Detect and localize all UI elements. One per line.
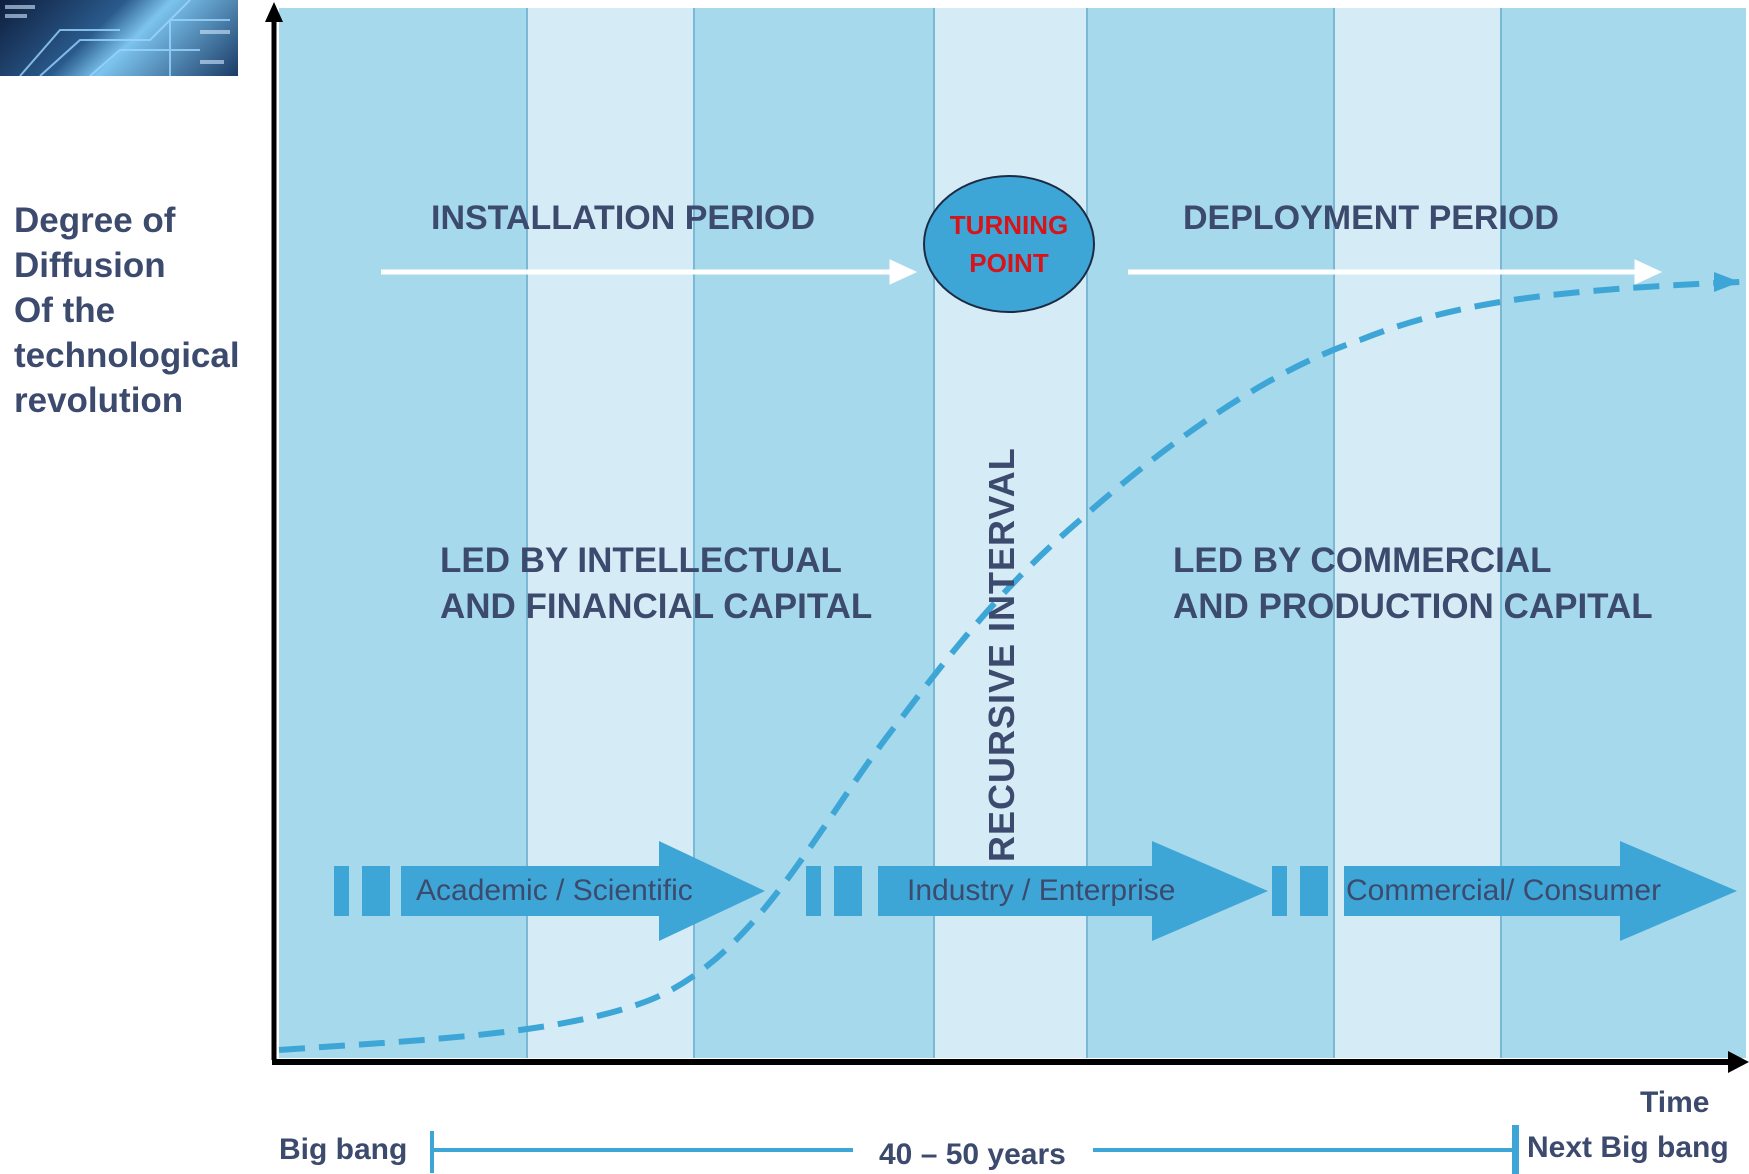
stage-label-industry: Industry / Enterprise — [907, 874, 1176, 907]
recursive-interval-label: RECURSIVE INTERVAL — [981, 382, 1022, 862]
turning-point-line: TURNING — [949, 210, 1069, 240]
recursive-interval-text: RECURSIVE INTERVAL — [981, 447, 1022, 862]
stage-label-academic: Academic / Scientific — [416, 874, 693, 907]
stage-arrow-industry — [806, 841, 1268, 941]
y-axis-label-line: revolution — [14, 381, 184, 420]
installation-period-title: INSTALLATION PERIOD — [431, 199, 816, 237]
band-divider — [1333, 8, 1335, 1058]
timeline-end-label: Next Big bang — [1527, 1131, 1729, 1164]
turning-point-line: POINT — [969, 248, 1049, 278]
stage-label-commercial: Commercial/ Consumer — [1346, 874, 1662, 907]
capital-right: LED BY COMMERCIAL AND PRODUCTION CAPITAL — [1173, 538, 1653, 630]
turning-point-badge: TURNING POINT — [923, 175, 1095, 313]
x-axis-label: Time — [1640, 1086, 1710, 1119]
band-divider — [526, 8, 528, 1058]
installation-arrow — [381, 259, 918, 285]
curve-end-arrowhead-icon — [1714, 272, 1740, 292]
timeline-duration-label: 40 – 50 years — [879, 1138, 1066, 1171]
band-divider — [933, 8, 935, 1058]
circuit-thumbnail-image — [0, 0, 238, 76]
timeline-start-label: Big bang — [279, 1133, 408, 1166]
y-axis-label-line: Of the — [14, 291, 116, 330]
y-axis-label-line: Diffusion — [14, 246, 166, 285]
capital-left: LED BY INTELLECTUAL AND FINANCIAL CAPITA… — [440, 538, 872, 630]
timeline-bar — [430, 1131, 1514, 1173]
y-axis-label-line: Degree of — [14, 201, 176, 240]
diffusion-s-curve — [278, 279, 1741, 1053]
capital-left-line: AND FINANCIAL CAPITAL — [440, 587, 873, 626]
stage-arrow-commercial — [1272, 841, 1737, 941]
up-arrow-axis-icon — [265, 2, 283, 22]
capital-right-line: AND PRODUCTION CAPITAL — [1173, 587, 1653, 626]
stage-arrow-academic — [334, 841, 765, 941]
band-divider — [1500, 8, 1502, 1058]
capital-left-line: LED BY INTELLECTUAL — [440, 541, 842, 580]
band-divider — [1086, 8, 1088, 1058]
band-divider — [693, 8, 695, 1058]
timeline-end-bar-icon — [1512, 1125, 1519, 1174]
y-axis-label-line: technological — [14, 336, 240, 375]
deployment-period-title: DEPLOYMENT PERIOD — [1183, 199, 1559, 237]
capital-right-line: LED BY COMMERCIAL — [1173, 541, 1552, 580]
y-axis-label: Degree of Diffusion Of the technological… — [14, 198, 240, 423]
right-arrow-axis-icon — [1728, 1051, 1749, 1073]
deployment-arrow — [1128, 259, 1663, 285]
